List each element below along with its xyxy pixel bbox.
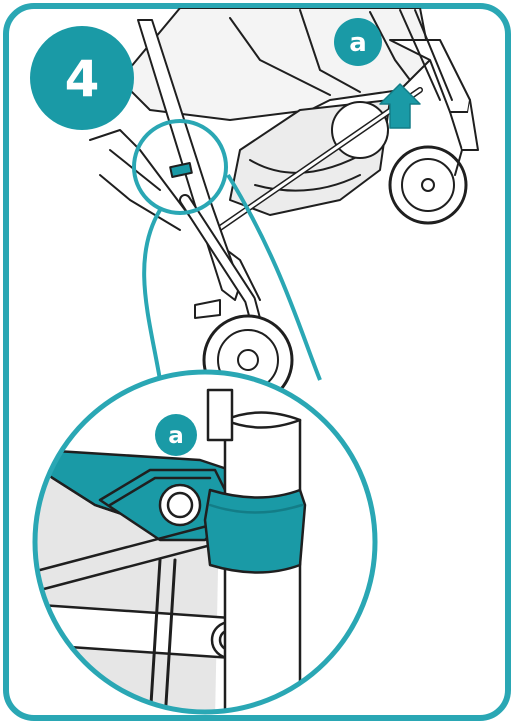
callout-a-detail-label: a [168,423,184,449]
tube-clip [205,490,305,573]
callout-a-top: a [334,18,382,66]
callout-a-detail: a [155,414,197,456]
callout-a-top-label: a [349,28,367,58]
step-number: 4 [65,50,100,108]
step-badge: 4 [30,26,134,130]
